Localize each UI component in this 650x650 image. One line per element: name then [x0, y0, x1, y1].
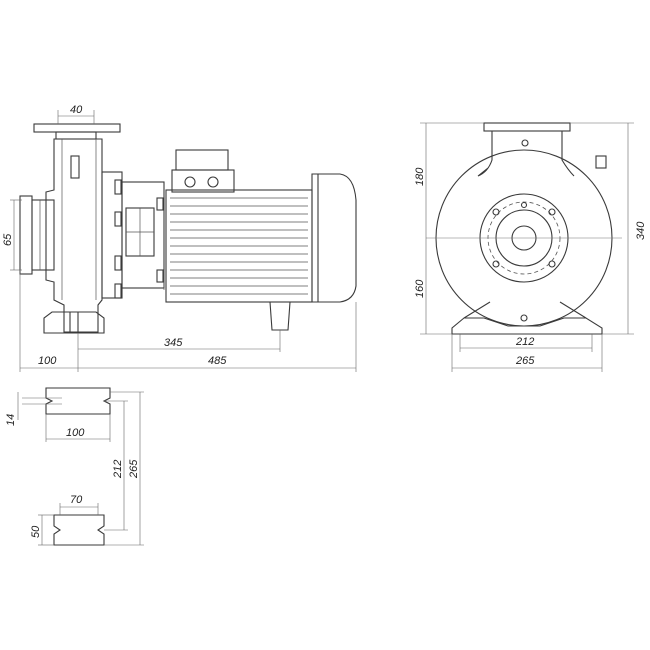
side-view: 40 65 345 100 485	[2, 104, 357, 372]
upper-foot	[45, 387, 111, 415]
motor-foot	[269, 301, 291, 331]
dim-upper-height: 180	[414, 167, 426, 186]
dim-foot-inner: 212	[515, 336, 534, 348]
dim-foot-outer: 265	[515, 355, 535, 367]
dim-flange-width: 40	[70, 104, 83, 116]
fan-cover	[311, 173, 357, 303]
dim-foot-length: 100	[66, 427, 85, 439]
dim-motor-length: 345	[164, 337, 183, 349]
dim-span-outer: 265	[128, 459, 140, 479]
dim-offset: 100	[38, 355, 57, 367]
bearing-bracket	[101, 171, 123, 299]
motor-cooling-fins	[170, 197, 308, 295]
lower-foot	[53, 514, 105, 546]
dim-suction-height: 65	[2, 233, 14, 246]
front-view: 180 160 340 212 265	[414, 122, 647, 372]
dim-pad-width: 50	[30, 525, 42, 538]
dim-total-height: 340	[635, 221, 647, 240]
pump-foot	[43, 311, 105, 334]
suction-flange	[19, 195, 33, 275]
discharge-flange	[33, 123, 121, 133]
dim-slot-width: 14	[5, 414, 17, 426]
terminal-box	[175, 149, 229, 171]
dim-total-length: 485	[208, 355, 227, 367]
dim-span-inner: 212	[112, 460, 124, 479]
front-discharge-flange	[483, 122, 571, 132]
front-base	[451, 317, 603, 335]
pump-casing	[45, 138, 103, 333]
dim-lower-height: 160	[414, 279, 426, 298]
dim-pad-length: 70	[70, 494, 83, 506]
foot-detail: 14 100 70 50 212 265	[5, 387, 144, 546]
